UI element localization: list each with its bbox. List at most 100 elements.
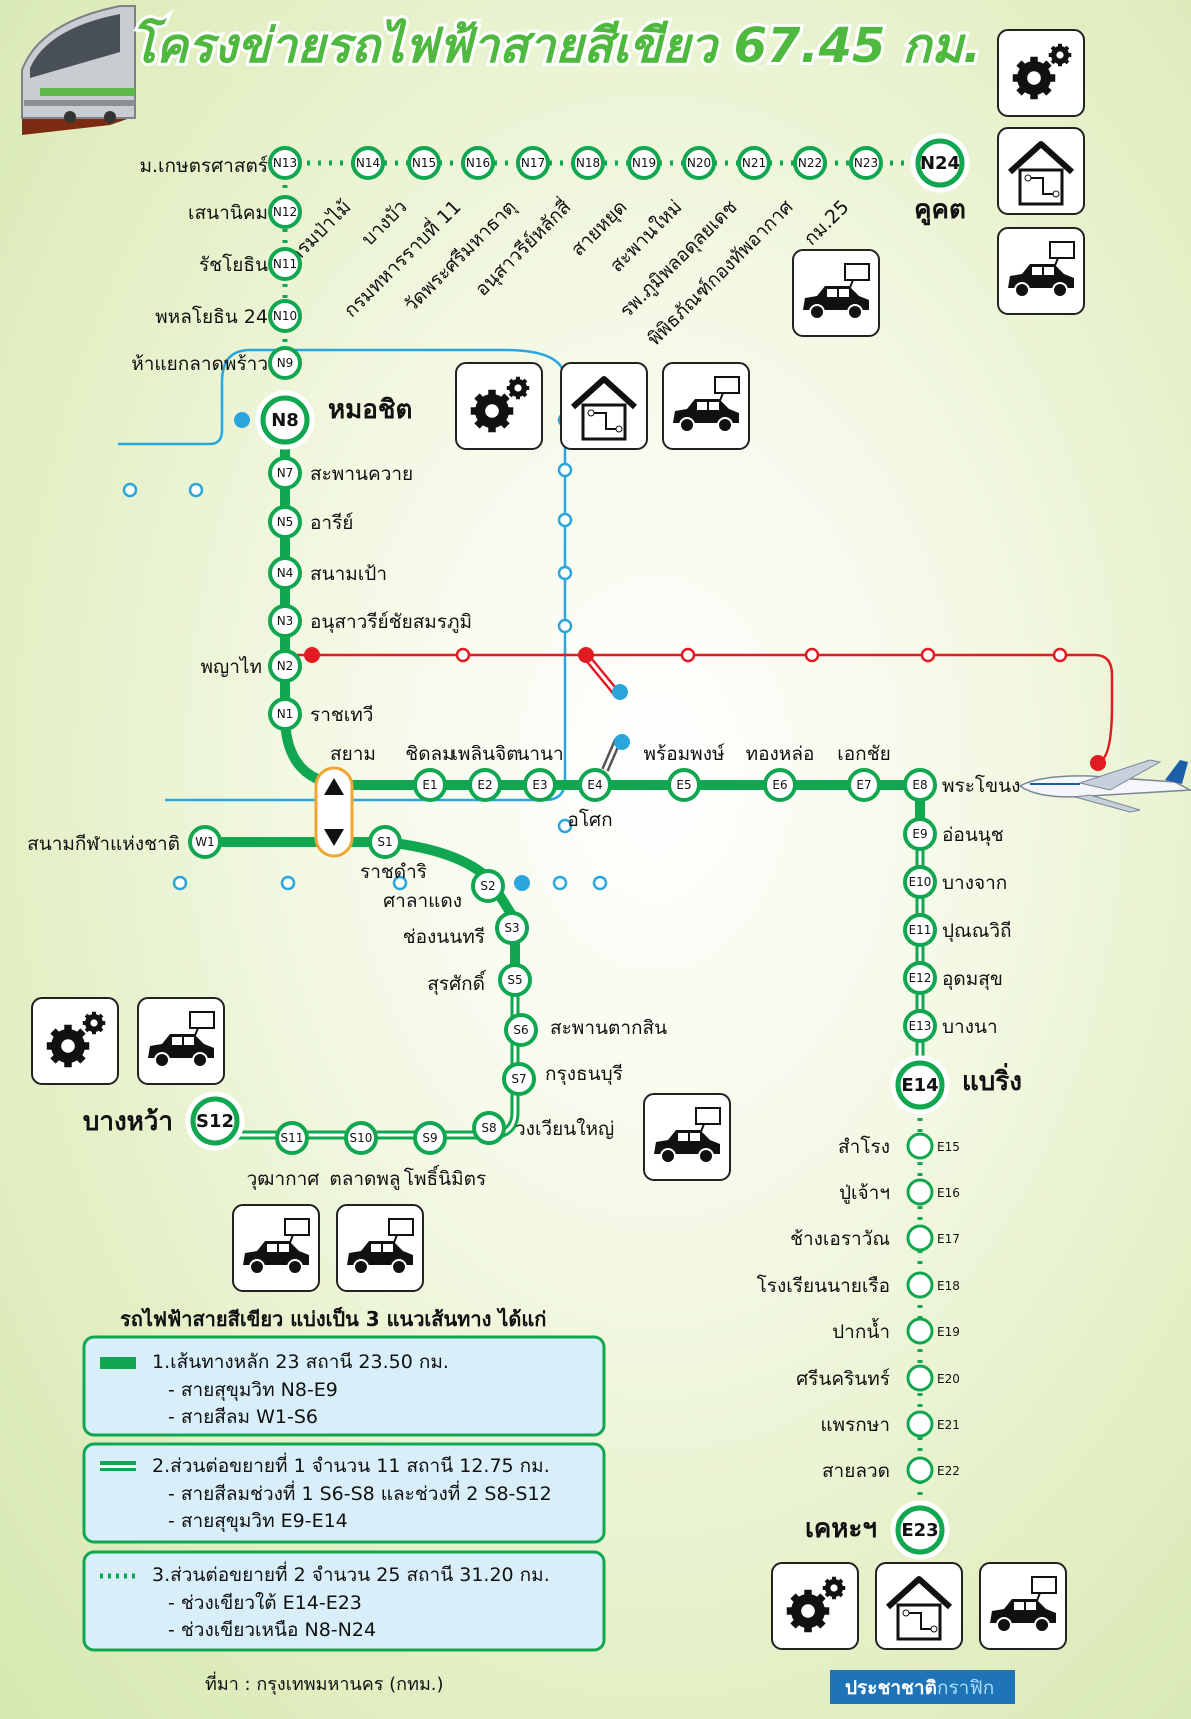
station-code: E21	[937, 1418, 960, 1432]
station-code: N8	[271, 410, 299, 431]
gear-icon	[455, 362, 543, 450]
station-code: S12	[196, 1111, 234, 1132]
station-w1: W1	[188, 825, 222, 859]
blue-line-stops	[122, 412, 608, 891]
credit-b: กราฟิก	[937, 1677, 994, 1699]
station-s7: S7	[502, 1062, 536, 1096]
station-n13: N13	[268, 146, 302, 180]
station-e12: E12	[903, 961, 937, 995]
station-label-e6: ทองหล่อ	[746, 743, 815, 765]
station-n5: N5	[268, 505, 302, 539]
station-label-e5: พร้อมพงษ์	[644, 743, 725, 765]
station-label-n18: อนุสาวรีย์หลักสี่	[469, 194, 577, 302]
station-label-w1: สนามกีฬาแห่งชาติ	[27, 833, 180, 855]
station-label-e16: ปู่เจ้าฯ	[839, 1182, 890, 1204]
station-n9: N9	[268, 346, 302, 380]
station-n20: N20	[682, 146, 716, 180]
station-e19: E19	[906, 1317, 960, 1345]
station-n17: N17	[516, 146, 550, 180]
station-code: E15	[937, 1140, 960, 1154]
station-label-n4: สนามเป้า	[310, 563, 387, 585]
station-code: E17	[937, 1232, 960, 1246]
station-label-s7: กรุงธนบุรี	[545, 1063, 623, 1086]
train-image	[21, 5, 136, 135]
station-code: N18	[576, 156, 600, 170]
station-code: E20	[937, 1372, 960, 1386]
depot-house-icon	[875, 1562, 963, 1650]
park-ride-car-icon	[997, 227, 1085, 315]
station-code: S7	[511, 1072, 526, 1086]
station-n1: N1	[268, 697, 302, 731]
station-e18: E18	[906, 1271, 960, 1299]
station-code: S11	[281, 1131, 304, 1145]
legend-box-3	[82, 1550, 606, 1652]
station-label-e17: ช้างเอราวัณ	[790, 1228, 890, 1250]
station-label-s3: ช่องนนทรี	[403, 926, 485, 948]
station-s12: S12	[185, 1091, 245, 1151]
park-ride-car-icon	[979, 1562, 1067, 1650]
source-note: ที่มา : กรุงเทพมหานคร (กทม.)	[205, 1671, 444, 1695]
legend-1-line3: - สายสีลม W1-S6	[168, 1406, 318, 1428]
station-s10: S10	[344, 1121, 378, 1155]
legend-heading: รถไฟฟ้าสายสีเขียว แบ่งเป็น 3 แนวเส้นทาง …	[120, 1306, 546, 1331]
station-label-e19: ปากน้ำ	[832, 1318, 890, 1343]
station-code: E1	[422, 778, 437, 792]
station-code: N14	[356, 156, 380, 170]
depot-house-icon	[560, 362, 648, 450]
station-n14: N14	[351, 146, 385, 180]
legend-box-1	[82, 1335, 606, 1437]
station-label-e22: สายลวด	[822, 1460, 890, 1482]
credit-badge: ประชาชาติกราฟิก	[830, 1670, 1015, 1704]
depot-house-icon	[997, 127, 1085, 215]
station-e1: E1	[413, 768, 447, 802]
credit-a: ประชาชาติ	[845, 1677, 937, 1699]
station-s11: S11	[275, 1121, 309, 1155]
gear-icon	[31, 997, 119, 1085]
station-code: N3	[277, 614, 294, 628]
station-e8: E8	[903, 768, 937, 802]
title-block: โครงข่ายรถไฟฟ้าสายสีเขียว 67.45 กม.	[21, 5, 984, 135]
station-label-e18: โรงเรียนนายเรือ	[757, 1274, 890, 1297]
station-e2: E2	[468, 768, 502, 802]
station-code: E3	[532, 778, 547, 792]
station-n16: N16	[461, 146, 495, 180]
legend-2-line3: - สายสุขุมวิท E9-E14	[168, 1510, 348, 1533]
legend-3-line1: 3.ส่วนต่อขยายที่ 2 จำนวน 25 สถานี 31.20 …	[152, 1561, 550, 1586]
station-label-e1: ชิดลม	[405, 743, 454, 765]
station-code: N17	[521, 156, 545, 170]
station-code: N11	[273, 257, 297, 271]
airplane-icon	[1018, 759, 1191, 813]
page-title: โครงข่ายรถไฟฟ้าสายสีเขียว 67.45 กม.	[130, 17, 981, 74]
legend-3-line2: - ช่วงเขียวใต้ E14-E23	[168, 1592, 362, 1614]
station-label-n24: คูคต	[914, 195, 966, 226]
station-e11: E11	[903, 913, 937, 947]
station-n12: N12	[268, 195, 302, 229]
station-e17: E17	[906, 1224, 960, 1252]
station-code: E2	[477, 778, 492, 792]
station-code: N23	[854, 156, 878, 170]
station-label-s5: สุรศักดิ์	[427, 969, 487, 996]
station-n21: N21	[737, 146, 771, 180]
station-e20: E20	[906, 1364, 960, 1392]
legend-2-line2: - สายสีลมช่วงที่ 1 S6-S8 และช่วงที่ 2 S8…	[168, 1480, 552, 1505]
station-code: S10	[350, 1131, 373, 1145]
station-code: E12	[909, 971, 932, 985]
station-code: S5	[507, 973, 522, 987]
station-e21: E21	[906, 1410, 960, 1438]
station-s8: S8	[472, 1111, 506, 1145]
station-label-n23: กม.25	[800, 196, 854, 250]
station-label-s10: ตลาดพลู	[329, 1168, 400, 1190]
station-n2: N2	[268, 649, 302, 683]
station-code: N4	[277, 566, 294, 580]
station-e5: E5	[667, 768, 701, 802]
gear-icon	[771, 1562, 859, 1650]
station-e16: E16	[906, 1178, 960, 1206]
station-label-e20: ศรีนครินทร์	[796, 1368, 890, 1390]
station-n4: N4	[268, 556, 302, 590]
park-ride-car-icon	[137, 997, 225, 1085]
station-label-s9: โพธิ์นิมิตร	[404, 1164, 486, 1190]
station-code: N19	[632, 156, 656, 170]
station-label-cen: สยาม	[330, 743, 376, 765]
depot-icons	[31, 29, 1085, 1650]
park-ride-car-icon	[336, 1204, 424, 1292]
